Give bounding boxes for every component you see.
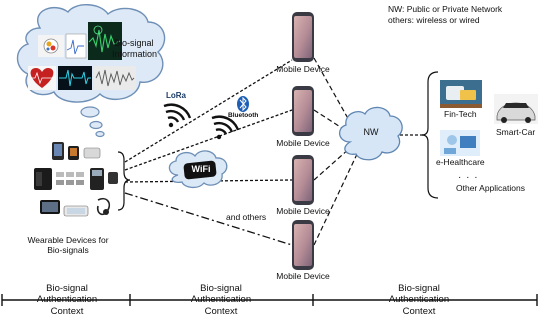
link-phone4-nw: [313, 151, 359, 246]
link-bluetooth: [124, 109, 293, 171]
context-3-line-1: Bio-signal: [398, 283, 440, 294]
link-lora: [124, 59, 293, 163]
context-1-line-1: Bio-signal: [46, 283, 88, 294]
mobile-device-4-label: Mobile Device: [276, 271, 330, 281]
wifi-label: WiFi: [191, 164, 211, 174]
context-3-line-2: Authentication: [388, 294, 450, 306]
wearable-devices-image: [34, 142, 118, 217]
link-wifi: [124, 179, 293, 183]
mobile-device-2-image: [292, 86, 314, 136]
heart-image: [28, 66, 56, 90]
context-1-line-2: Authentication: [36, 294, 98, 306]
legend-line-1: NW: Public or Private Network: [388, 4, 503, 14]
context-2-line-1: Bio-signal: [200, 283, 242, 294]
context-timeline: [1, 294, 538, 306]
mobile-device-4-image: [292, 220, 314, 270]
network-label: NW: [363, 127, 379, 137]
fintech-label: Fin-Tech: [444, 109, 477, 119]
wifi-cloud: [168, 150, 228, 189]
mobile-device-1-label: Mobile Device: [276, 64, 330, 74]
mobile-device-3-label: Mobile Device: [276, 206, 330, 216]
e-healthcare-image: [440, 130, 480, 156]
waveform-image: [94, 66, 136, 90]
context-1-line-3: Context: [50, 305, 84, 317]
network-cloud: [339, 106, 403, 161]
lora-signal-icon: [163, 103, 192, 128]
cloud-label-line-1: Bio-signal: [114, 38, 154, 48]
link-phone3-nw: [313, 147, 351, 181]
wearable-brace: [117, 151, 131, 211]
link-phone2-nw: [313, 109, 346, 131]
legend-line-2: others: wireless or wired: [388, 15, 480, 25]
context-segment-3: Bio-signal Authentication Context: [374, 283, 464, 317]
context-2-line-2: Authentication: [190, 294, 252, 306]
e-healthcare-label: e-Healthcare: [436, 157, 485, 167]
wearable-label-line-1: Wearable Devices for: [27, 235, 109, 245]
cloud-label-line-2: Information: [112, 49, 158, 59]
neural-signal-image: [88, 22, 122, 60]
wearable-label-line-2: Bio-signals: [47, 245, 89, 255]
fintech-image: [440, 80, 482, 108]
link-phone1-nw: [313, 57, 351, 123]
context-3-line-3: Context: [402, 305, 436, 317]
bluetooth-label: Bluetooth: [228, 112, 259, 119]
link-others: [124, 192, 293, 246]
smart-car-image: [494, 94, 538, 124]
mobile-device-2-label: Mobile Device: [276, 138, 330, 148]
ellipsis-dots: · · ·: [458, 172, 479, 183]
smart-car-label: Smart-Car: [496, 127, 536, 137]
other-applications-label: Other Applications: [456, 183, 525, 193]
applications-brace: [421, 71, 439, 199]
heartbeat-signal-image: [58, 66, 92, 90]
mobile-device-1-image: [292, 12, 314, 62]
bluetooth-signal-icon: [211, 115, 240, 140]
bluetooth-icon: [237, 96, 249, 112]
mobile-device-3-image: [292, 155, 314, 205]
context-2-line-3: Context: [204, 305, 238, 317]
ecg-chart-image: [65, 33, 87, 59]
lora-label: LoRa: [166, 91, 186, 100]
others-label: and others: [226, 212, 267, 222]
brain-scan-image: [38, 35, 64, 57]
context-segment-1: Bio-signal Authentication Context: [22, 283, 112, 317]
context-segment-2: Bio-signal Authentication Context: [176, 283, 266, 317]
